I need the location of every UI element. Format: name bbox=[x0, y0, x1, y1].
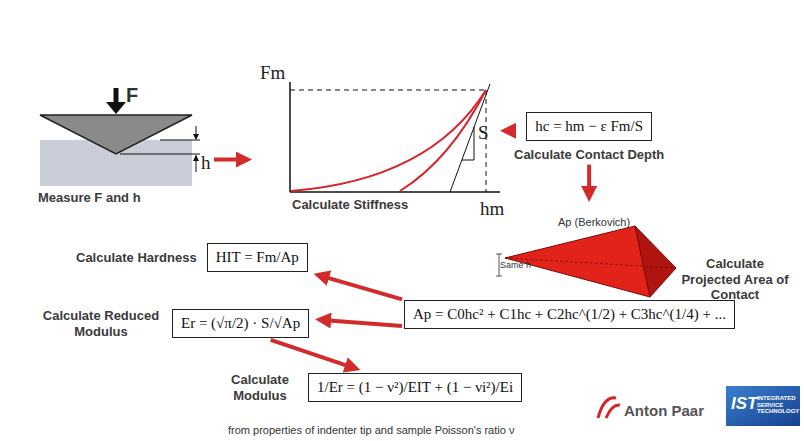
callout-label: Same h bbox=[500, 260, 531, 270]
flow-arrow bbox=[504, 129, 508, 133]
flow-arrow bbox=[587, 165, 591, 198]
logo-text: IST bbox=[731, 394, 757, 414]
figure-node: FmShm Calculate Stiffness bbox=[258, 62, 506, 222]
process-node: Calculate Hardness HIT = Fm/Ap bbox=[76, 243, 308, 272]
force-arrow bbox=[114, 88, 119, 104]
logo-text: Anton Paar bbox=[624, 402, 704, 419]
dim-arrow-head bbox=[193, 134, 199, 140]
logo-text: INTEGRATED SERVICE TECHNOLOGY bbox=[757, 395, 797, 415]
formula-box: HIT = Fm/Ap bbox=[207, 243, 308, 272]
formula-box: Er = (√π/2) · S/√Ap bbox=[172, 309, 309, 338]
depth-label: h bbox=[201, 152, 211, 174]
footnote: from properties of indenter tip and samp… bbox=[228, 424, 514, 436]
dim-arrow-head bbox=[193, 155, 199, 161]
figure-node: Ap (Berkovich)Same hCalculate Projected … bbox=[488, 208, 800, 298]
formula-box: Ap = C0hc² + C1hc + C2hc^(1/2) + C3hc^(1… bbox=[404, 300, 735, 329]
anton-paar-mark bbox=[606, 405, 620, 418]
formula-box: hc = hm − ε Fm/S bbox=[526, 112, 652, 141]
ist-logo bbox=[726, 386, 800, 426]
same-h-tick bbox=[496, 254, 502, 255]
dim-line bbox=[160, 140, 200, 141]
process-node: Calculate Reduced Modulus Er = (√π/2) · S… bbox=[40, 308, 309, 339]
same-h-tick bbox=[496, 276, 502, 277]
step-heading: Calculate Reduced Modulus bbox=[40, 308, 162, 339]
axis-label: Fm bbox=[260, 62, 285, 84]
stiffness-tangent bbox=[450, 84, 490, 192]
axis bbox=[290, 191, 500, 193]
loading-curve bbox=[291, 90, 486, 191]
stiffness-label: S bbox=[478, 122, 489, 144]
flow-arrow bbox=[271, 340, 357, 369]
axis-label: hm bbox=[480, 198, 504, 220]
force-label: F bbox=[126, 84, 138, 107]
axis bbox=[289, 82, 291, 192]
unloading-curve bbox=[400, 90, 486, 191]
stiffness-triangle bbox=[462, 127, 474, 160]
callout-label: Ap (Berkovich) bbox=[558, 216, 630, 228]
indenter bbox=[40, 115, 192, 154]
step-heading: Calculate Contact Depth bbox=[514, 147, 664, 163]
process-node: Ap = C0hc² + C1hc + C2hc^(1/2) + C3hc^(1… bbox=[404, 300, 735, 329]
same-h-bar bbox=[499, 254, 500, 276]
step-heading: Measure F and h bbox=[38, 190, 141, 206]
flow-arrow bbox=[317, 275, 402, 300]
step-heading: Calculate Projected Area of Contact bbox=[676, 256, 794, 303]
step-heading: Calculate Hardness bbox=[76, 250, 197, 266]
force-arrow-head bbox=[106, 102, 126, 114]
pyramid-face bbox=[635, 226, 676, 297]
process-node: hc = hm − ε Fm/S Calculate Contact Depth bbox=[514, 112, 664, 163]
figure-node: FhMeasure F and h bbox=[30, 84, 212, 210]
step-heading: Calculate Modulus bbox=[222, 372, 298, 403]
flow-arrow bbox=[319, 320, 402, 326]
step-heading: Calculate Stiffness bbox=[292, 197, 408, 213]
flow-arrow bbox=[214, 158, 248, 162]
dim-line bbox=[120, 154, 200, 155]
formula-box: 1/Er = (1 − ν²)/EIT + (1 − νi²)/Ei bbox=[308, 373, 522, 402]
process-node: Calculate Modulus 1/Er = (1 − ν²)/EIT + (… bbox=[222, 372, 522, 403]
max-load-line bbox=[290, 90, 486, 91]
